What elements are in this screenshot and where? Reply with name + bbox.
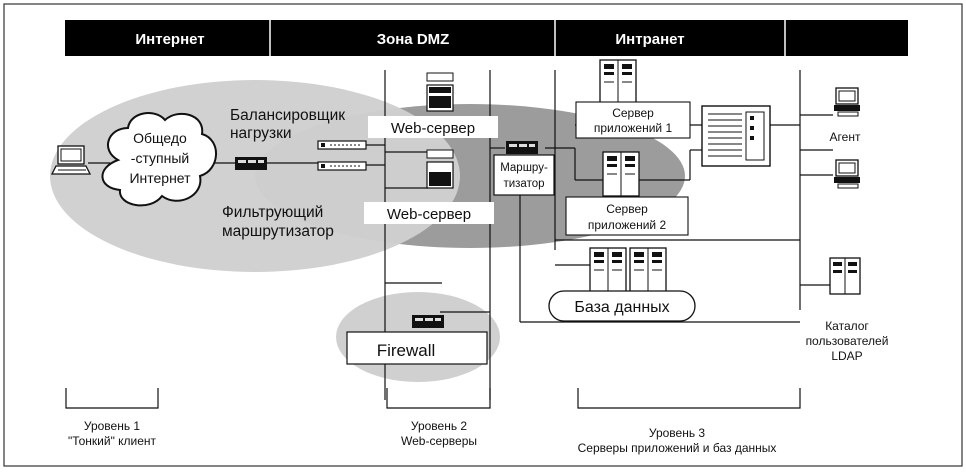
app-server-2-label-line2: приложений 2 — [588, 218, 667, 232]
app-server-2-box: Сервер приложений 2 — [565, 196, 689, 236]
firewall-device-icon — [412, 315, 444, 328]
cloud-label-line3: Интернет — [129, 170, 191, 186]
cloud-label-line1: Общедо — [133, 130, 187, 146]
firewall-box: Firewall — [346, 331, 488, 365]
tier2-bracket — [386, 388, 491, 409]
tier1-bracket — [65, 388, 159, 409]
ldap-label-line2: пользователей — [806, 334, 889, 348]
web-server-2-label: Web-сервер — [387, 206, 471, 223]
tier2-label-line1: Уровень 2 — [411, 419, 468, 433]
header-background — [65, 20, 908, 56]
zone-header-bar: Интернет Зона DMZ Интранет — [65, 20, 908, 56]
zone-label-dmz: Зона DMZ — [377, 31, 450, 48]
tier1-label-line2: "Тонкий" клиент — [68, 434, 157, 448]
agent-label: Агент — [830, 130, 861, 144]
database-server-2-icon — [629, 247, 667, 293]
database-box: База данных — [548, 290, 696, 322]
tier-brackets — [65, 388, 801, 409]
app-server-2-icon — [602, 151, 640, 197]
database-server-1-icon — [589, 247, 627, 293]
ldap-label-line1: Каталог — [825, 319, 869, 333]
load-balancer-rack-icon — [317, 140, 367, 150]
tier3-label-line2: Серверы приложений и баз данных — [578, 441, 777, 455]
public-internet-cloud: Общедо -ступный Интернет — [101, 112, 217, 207]
cloud-label-line2: -ступный — [131, 150, 189, 166]
dmz-router-label-line1: Маршру- — [500, 162, 548, 174]
dmz-router-box: Маршру- тизатор — [493, 154, 555, 196]
ldap-label-line3: LDAP — [831, 349, 862, 363]
load-balancer-label-line1: Балансировщик — [230, 107, 345, 124]
app-server-1-box: Сервер приложений 1 — [575, 101, 691, 139]
database-label: База данных — [574, 299, 669, 316]
filtering-router-icon — [235, 157, 267, 170]
web-server-2-icon — [426, 149, 454, 189]
load-balancer-label-line2: нагрузки — [230, 125, 292, 142]
mainframe-icon — [701, 105, 771, 167]
tier3-bracket — [577, 388, 801, 409]
app-server-1-label-line2: приложений 1 — [594, 121, 673, 135]
zone-label-intranet: Интранет — [615, 31, 684, 48]
tier2-label-line2: Web-серверы — [401, 434, 477, 448]
web-server-2-box: Web-сервер — [364, 202, 494, 224]
thin-client-laptop-icon — [50, 145, 92, 175]
agent-workstation-icon — [833, 159, 861, 189]
app-server-2-label-line1: Сервер — [606, 202, 648, 216]
app-server-1-label-line1: Сервер — [612, 106, 654, 120]
workstation-top-icon — [833, 87, 861, 117]
firewall-label: Firewall — [377, 341, 436, 360]
web-server-1-label: Web-сервер — [391, 120, 475, 137]
load-balancer-rack-icon — [317, 161, 367, 171]
filtering-router-label-line2: маршрутизатор — [222, 223, 334, 240]
web-server-1-box: Web-сервер — [368, 116, 498, 138]
web-server-1-icon — [426, 72, 454, 112]
filtering-router-label-line1: Фильтрующий — [222, 204, 323, 221]
tier1-label-line1: Уровень 1 — [84, 419, 141, 433]
ldap-server-icon — [829, 257, 861, 295]
dmz-router-icon — [506, 141, 538, 154]
tier3-label-line1: Уровень 3 — [649, 426, 706, 440]
dmz-router-label-line2: тизатор — [503, 178, 544, 190]
app-server-1-icon — [599, 59, 637, 105]
zone-label-internet: Интернет — [135, 31, 204, 48]
